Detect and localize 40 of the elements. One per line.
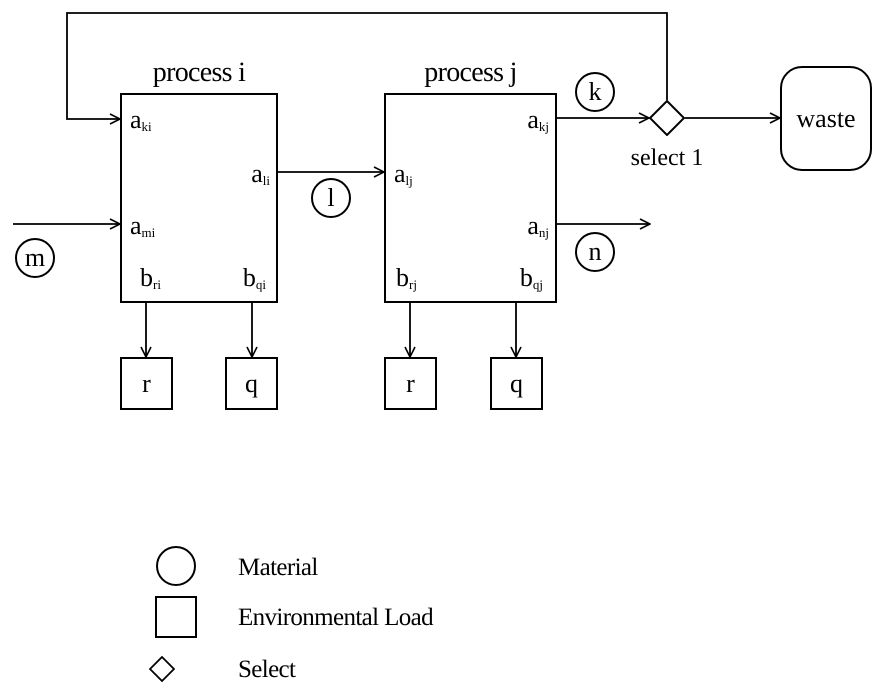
port-label: a$_{lj}$: [394, 161, 413, 187]
waste-box: [780, 66, 872, 171]
load-box: [120, 357, 173, 410]
node-label: m: [24, 245, 46, 271]
arrow: [685, 112, 781, 124]
load-box: [490, 357, 543, 410]
port-label: a$_{kj}$: [527, 107, 549, 133]
process-title: process j: [424, 59, 517, 87]
port-label: a$_{ki}$: [130, 107, 152, 133]
legend-label: Select: [238, 657, 296, 682]
node-label: r: [142, 370, 151, 396]
legend-label: Material: [238, 555, 318, 580]
arrow: [140, 303, 152, 358]
node-label: n: [588, 239, 602, 265]
arrow: [557, 112, 650, 124]
port-label: a$_{mi}$: [130, 213, 156, 239]
arrow: [557, 218, 651, 230]
node-label: r: [406, 370, 415, 396]
port-label: b$_{ri}$: [140, 265, 161, 291]
node-label: waste: [796, 106, 856, 132]
load-box: [225, 357, 278, 410]
port-label: b$_{qj}$: [520, 265, 543, 291]
node-label: q: [510, 370, 523, 396]
load-box: [384, 357, 437, 410]
port-label: a$_{li}$: [251, 161, 270, 187]
arrow: [278, 166, 385, 178]
arrow: [404, 303, 416, 358]
legend-label: Environmental Load: [238, 605, 433, 630]
node-label: q: [245, 370, 258, 396]
port-label: a$_{nj}$: [527, 213, 549, 239]
node-label: l: [327, 185, 335, 211]
arrow: [510, 303, 522, 358]
arrow: [246, 303, 258, 358]
select-label: select 1: [630, 146, 704, 170]
arrow: [66, 12, 668, 125]
arrow: [13, 218, 121, 230]
process-title: process i: [152, 59, 246, 87]
port-label: b$_{qi}$: [242, 265, 266, 291]
node-label: k: [588, 79, 602, 105]
port-label: b$_{rj}$: [396, 265, 417, 291]
